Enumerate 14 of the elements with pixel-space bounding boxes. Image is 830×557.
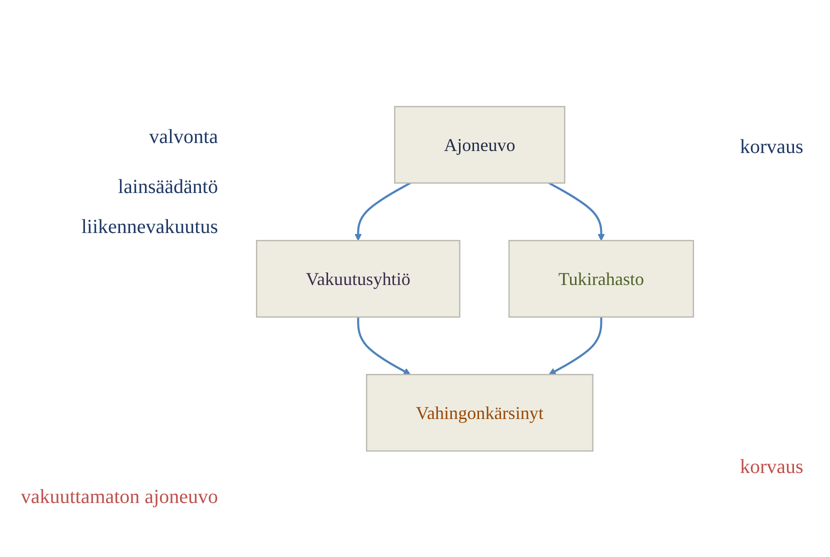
annotation-text: liikennevakuutus	[81, 215, 218, 239]
annotation-text: valvonta	[149, 125, 218, 149]
node-box: Tukirahasto	[508, 240, 694, 318]
annotation-text: korvaus	[740, 135, 804, 159]
arrow	[357, 316, 411, 375]
arrow	[354, 182, 411, 241]
annotation-text: vakuuttamaton ajoneuvo	[20, 485, 218, 509]
arrow	[548, 182, 605, 241]
annotation-text: lainsäädäntö	[118, 175, 218, 199]
annotation-text: korvaus	[740, 455, 804, 479]
node-box: Vakuutusyhtiö	[256, 240, 460, 318]
node-box: Vahingonkärsinyt	[366, 374, 594, 452]
arrow	[548, 316, 602, 375]
node-box: Ajoneuvo	[394, 106, 566, 184]
